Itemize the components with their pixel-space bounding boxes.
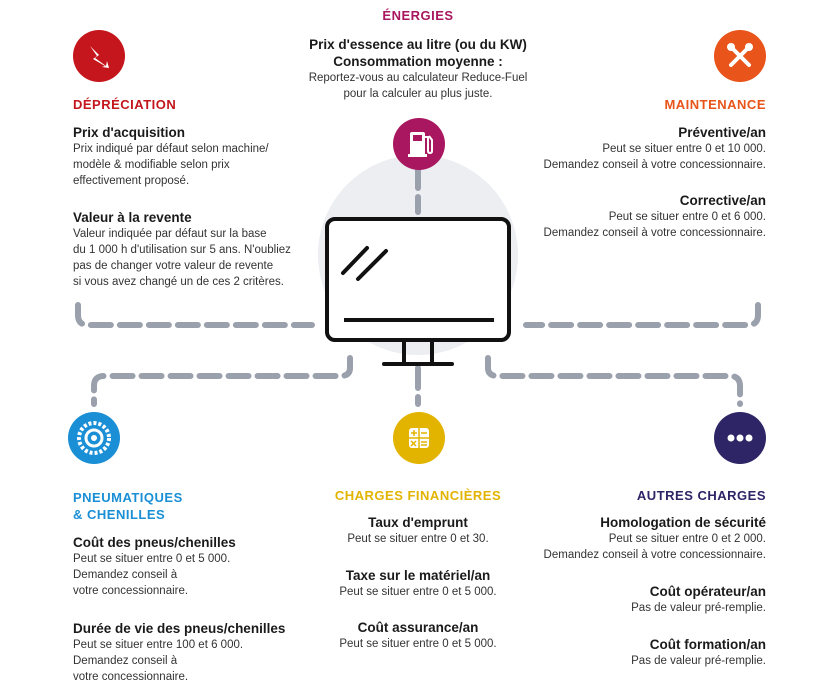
maintenance-item-desc: Peut se situer entre 0 et 6 000. Demande… <box>543 211 766 239</box>
energies-heading-1: Prix d'essence au litre (ou du KW) <box>309 37 527 52</box>
connector-depreciation <box>75 302 315 328</box>
energies-heading-2: Consommation moyenne : <box>333 54 503 69</box>
autres-item-heading: Homologation de sécurité <box>600 515 766 530</box>
pneumatiques-title: PNEUMATIQUES & CHENILLES <box>73 489 183 523</box>
depreciation-item-desc: Valeur indiquée par défaut sur la base d… <box>73 228 291 288</box>
depreciation-item-1: Prix d'acquisition Prix indiqué par défa… <box>73 124 333 189</box>
depreciation-item-heading: Valeur à la revente <box>73 210 192 225</box>
pneumatiques-item-desc: Peut se situer entre 100 et 6 000. Deman… <box>73 639 244 683</box>
autres-item-2: Coût opérateur/an Pas de valeur pré-remp… <box>496 583 766 616</box>
autres-item-desc: Pas de valeur pré-remplie. <box>631 602 766 614</box>
energies-desc: Reportez-vous au calculateur Reduce-Fuel… <box>308 72 528 100</box>
charges-title: CHARGES FINANCIÈRES <box>334 488 502 503</box>
charges-item-heading: Taxe sur le matériel/an <box>345 568 491 583</box>
autres-title: AUTRES CHARGES <box>636 488 766 503</box>
pneumatiques-item-desc: Peut se situer entre 0 et 5 000. Demande… <box>73 553 231 597</box>
autres-item-3: Coût formation/an Pas de valeur pré-remp… <box>496 636 766 669</box>
maintenance-item-heading: Préventive/an <box>678 125 766 140</box>
fuel-pump-icon <box>393 118 445 170</box>
energies-block: Prix d'essence au litre (ou du KW) Conso… <box>268 36 568 102</box>
depreciation-item-heading: Prix d'acquisition <box>73 125 185 140</box>
charges-item-heading: Taux d'emprunt <box>368 515 468 530</box>
maintenance-item-2: Corrective/an Peut se situer entre 0 et … <box>496 192 766 241</box>
more-dots-icon <box>714 412 766 464</box>
pneumatiques-title-line-2: & CHENILLES <box>73 507 166 522</box>
computer-monitor-icon <box>325 217 511 366</box>
autres-item-heading: Coût formation/an <box>649 637 766 652</box>
pneumatiques-item-heading: Coût des pneus/chenilles <box>73 535 236 550</box>
pneumatiques-title-line-1: PNEUMATIQUES <box>73 490 183 505</box>
depreciation-item-2: Valeur à la revente Valeur indiquée par … <box>73 209 333 290</box>
tools-icon <box>714 30 766 82</box>
autres-item-desc: Pas de valeur pré-remplie. <box>631 655 766 667</box>
lightning-icon <box>73 30 125 82</box>
charges-item-desc: Peut se situer entre 0 et 5 000. <box>339 638 497 650</box>
autres-item-heading: Coût opérateur/an <box>649 584 766 599</box>
pneumatiques-item-heading: Durée de vie des pneus/chenilles <box>73 621 286 636</box>
charges-item-heading: Coût assurance/an <box>357 620 479 635</box>
charges-item-1: Taux d'emprunt Peut se situer entre 0 et… <box>283 514 553 547</box>
charges-item-desc: Peut se situer entre 0 et 5 000. <box>339 586 497 598</box>
maintenance-item-1: Préventive/an Peut se situer entre 0 et … <box>496 124 766 173</box>
depreciation-title: DÉPRÉCIATION <box>73 97 177 112</box>
energies-title: ÉNERGIES <box>382 8 454 23</box>
connector-maintenance <box>523 302 761 328</box>
maintenance-item-heading: Corrective/an <box>679 193 766 208</box>
charges-item-3: Coût assurance/an Peut se situer entre 0… <box>283 619 553 652</box>
charges-item-2: Taxe sur le matériel/an Peut se situer e… <box>283 567 553 600</box>
connector-pneumatiques <box>91 355 353 407</box>
tire-icon <box>68 412 120 464</box>
depreciation-item-desc: Prix indiqué par défaut selon machine/ m… <box>73 143 269 187</box>
maintenance-item-desc: Peut se situer entre 0 et 10 000. Demand… <box>543 143 766 171</box>
charges-item-desc: Peut se situer entre 0 et 30. <box>347 533 489 545</box>
connector-autres <box>485 355 743 407</box>
pneumatiques-item-2: Durée de vie des pneus/chenilles Peut se… <box>73 620 333 685</box>
calculator-icon <box>393 412 445 464</box>
autres-item-1: Homologation de sécurité Peut se situer … <box>496 514 766 563</box>
pneumatiques-item-1: Coût des pneus/chenilles Peut se situer … <box>73 534 333 599</box>
maintenance-title: MAINTENANCE <box>664 97 766 112</box>
autres-item-desc: Peut se situer entre 0 et 2 000. Demande… <box>543 533 766 561</box>
